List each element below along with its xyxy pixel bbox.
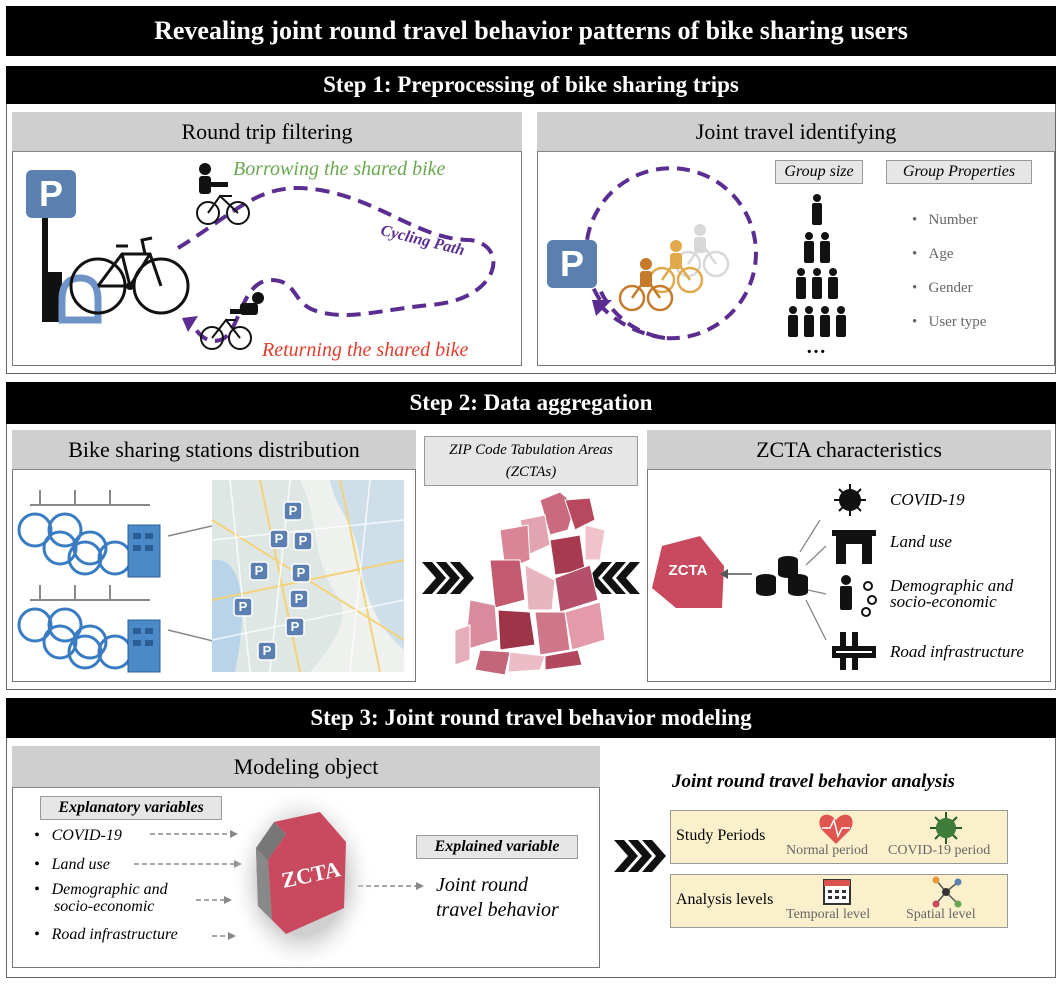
var-land-use: • Land use [34,856,110,873]
temporal-level-label: Temporal level [786,907,871,922]
modeling-title: Modeling object [12,746,600,788]
prop-item-gender: • Gender [912,280,973,296]
rider-returning-icon [230,292,264,315]
joint-arrowhead [592,300,612,316]
zcta-shape-icon [652,536,724,608]
station-p-2: P [274,531,284,546]
explained-tag: Explained variable [416,835,578,859]
study-periods-label: Study Periods [676,827,766,844]
path-arrowhead [182,316,198,332]
covid-period-label: COVID-19 period [888,843,991,858]
road-icon [832,632,876,670]
joint-circle-path [584,166,758,341]
calendar-icon [823,879,851,905]
group-properties-tag: Group Properties [886,160,1032,184]
var-covid: • COVID-19 [34,827,122,844]
station-p-9: P [262,643,272,658]
station-p-6: P [294,591,304,606]
chevron-right-icon [422,562,474,594]
group-size-tag: Group size [775,160,863,184]
stations-title: Bike sharing stations distribution [12,430,416,470]
bike-stand-icon [58,274,102,324]
station-p-5: P [296,565,306,580]
parking-pole [42,218,48,322]
char-land-use: Land use [890,532,952,551]
chevron-right-icon-2 [614,840,666,872]
var-road: • Road infrastructure [34,926,178,943]
round-trip-title: Round trip filtering [12,112,522,152]
return-label: Returning the shared bike [262,339,469,361]
station-p-1: P [288,503,298,518]
person-gears-icon [840,575,877,617]
bike-rack-icon-top [17,512,133,576]
prop-item-age: • Age [912,246,954,262]
borrow-label: Borrowing the shared bike [233,158,446,180]
heart-pulse-icon [819,814,853,844]
bike-rack-icon-bottom [17,607,133,670]
building-icon [832,530,876,564]
covid-virus-icon [834,484,866,516]
station-p-4: P [254,563,264,578]
main-title: Revealing joint round travel behavior pa… [6,6,1056,56]
zcta-map [454,491,606,676]
parking-base [42,272,62,322]
zcta-areas-tag: ZIP Code Tabulation Areas (ZCTAs) [424,436,638,486]
joint-travel-title: Joint travel identifying [537,112,1055,152]
spatial-level-label: Spatial level [906,907,976,922]
station-p-7: P [238,599,248,614]
step1-header: Step 1: Preprocessing of bike sharing tr… [6,66,1056,104]
parking-sign-icon [26,170,76,218]
network-icon [932,876,962,908]
zcta-char-title: ZCTA characteristics [647,430,1051,470]
cycling-path [176,186,496,343]
group-size-people-icons [788,194,846,337]
step3-header: Step 3: Joint round travel behavior mode… [6,698,1056,738]
people-ellipsis: … [806,336,826,358]
parking-sign-letter: P [38,173,63,214]
prop-item-number: • Number [912,212,978,228]
round-trip-panel [12,112,522,366]
station-p-3: P [298,533,308,548]
analysis-levels-label: Analysis levels [676,891,774,908]
parking-sign-icon-2 [547,240,597,288]
covid-virus-icon-2 [930,812,962,844]
station-markers [233,501,313,661]
step2-header: Step 2: Data aggregation [6,382,1056,424]
normal-period-label: Normal period [786,843,869,858]
var-demographic: • Demographic and socio-economic [34,881,168,915]
char-covid: COVID-19 [890,490,965,509]
zcta-3d-block-icon [256,812,346,934]
analysis-title: Joint round travel behavior analysis [672,771,955,792]
rider-borrowing-icon [199,163,228,194]
zcta-shape-label: ZCTA [668,562,708,579]
explanatory-tag: Explanatory variables [40,796,222,820]
prop-item-user-type: • User type [912,314,987,330]
parking-sign-letter-2: P [559,243,584,284]
station-p-8: P [290,619,300,634]
database-icon [756,556,808,596]
char-road: Road infrastructure [890,642,1024,661]
